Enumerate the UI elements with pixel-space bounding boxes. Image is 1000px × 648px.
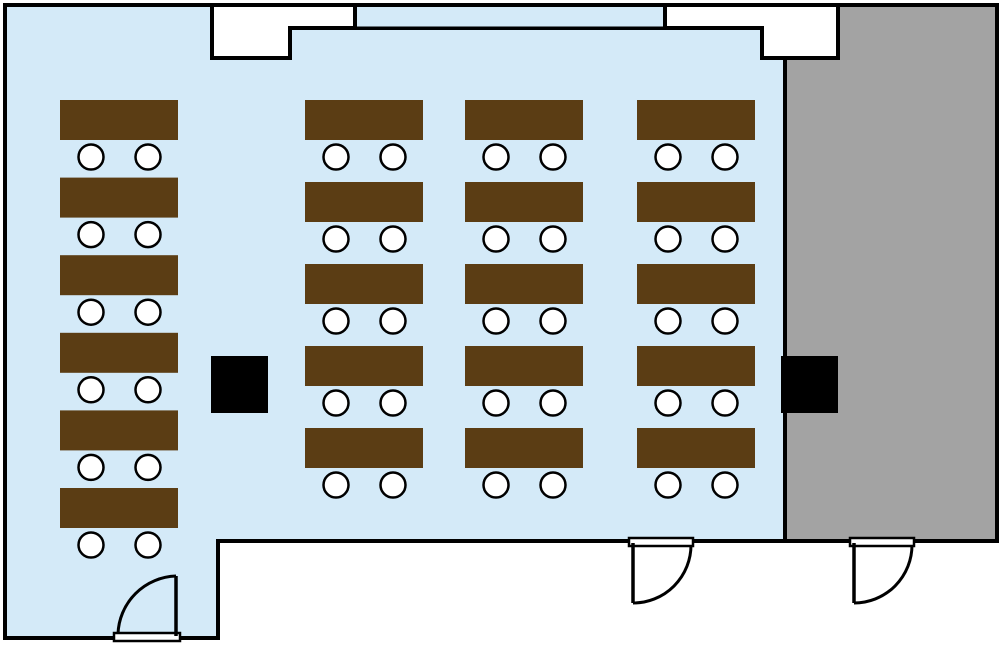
seat <box>654 389 682 417</box>
table <box>637 428 755 468</box>
pillar <box>211 356 268 413</box>
seat <box>654 307 682 335</box>
seat <box>322 143 350 171</box>
seat <box>134 376 162 404</box>
table <box>465 428 583 468</box>
table <box>60 177 178 218</box>
seat <box>379 307 407 335</box>
seat <box>539 225 567 253</box>
table <box>637 346 755 386</box>
seat <box>654 225 682 253</box>
pillar <box>781 356 838 413</box>
seat <box>322 225 350 253</box>
table <box>305 100 423 140</box>
door[interactable] <box>112 574 182 643</box>
seat <box>322 389 350 417</box>
table <box>637 182 755 222</box>
table <box>60 255 178 296</box>
seat <box>654 471 682 499</box>
seat <box>539 143 567 171</box>
seat <box>322 307 350 335</box>
table <box>465 100 583 140</box>
seat <box>134 298 162 326</box>
seat <box>379 389 407 417</box>
seat <box>134 531 162 559</box>
table <box>465 346 583 386</box>
table <box>60 488 178 528</box>
seat <box>711 389 739 417</box>
door[interactable] <box>848 536 916 605</box>
seat <box>77 531 105 559</box>
seat <box>77 453 105 482</box>
top-window-strip <box>353 3 667 30</box>
seat <box>379 471 407 499</box>
doors-layer <box>112 536 916 643</box>
seat <box>134 220 162 249</box>
seat <box>482 389 510 417</box>
table <box>60 100 178 140</box>
seat <box>134 453 162 482</box>
seat <box>379 143 407 171</box>
door[interactable] <box>627 536 695 605</box>
seat <box>322 471 350 499</box>
seat <box>711 471 739 499</box>
seat <box>77 143 105 171</box>
seat <box>482 225 510 253</box>
stage-area <box>785 5 997 541</box>
seat <box>134 143 162 171</box>
table <box>465 264 583 304</box>
seat <box>482 471 510 499</box>
seat <box>77 298 105 326</box>
seat <box>539 389 567 417</box>
pillars-layer <box>211 356 838 413</box>
seat <box>711 225 739 253</box>
table <box>60 410 178 451</box>
seat <box>711 143 739 171</box>
seat <box>654 143 682 171</box>
tables-layer <box>60 100 755 559</box>
seat <box>539 471 567 499</box>
table <box>305 182 423 222</box>
seat <box>77 376 105 404</box>
table <box>305 346 423 386</box>
table <box>305 428 423 468</box>
outer-wall <box>3 3 999 640</box>
seat <box>482 143 510 171</box>
seat <box>711 307 739 335</box>
table <box>60 332 178 373</box>
table <box>637 100 755 140</box>
seat <box>482 307 510 335</box>
table <box>637 264 755 304</box>
table <box>465 182 583 222</box>
seat <box>379 225 407 253</box>
seat <box>539 307 567 335</box>
seat <box>77 220 105 249</box>
table <box>305 264 423 304</box>
